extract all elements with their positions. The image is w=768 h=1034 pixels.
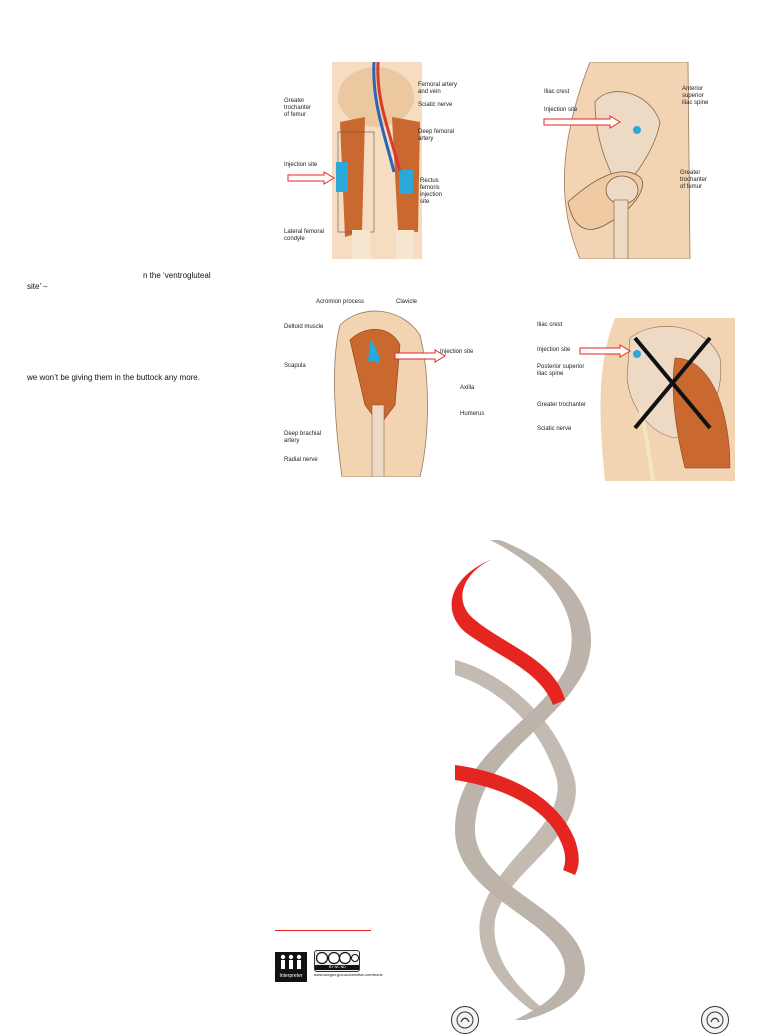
text-buttock-note: we won’t be giving them in the buttock a… (27, 373, 200, 382)
figure-thigh-injection: Femoral artery and vein Sciatic nerve Gr… (280, 62, 460, 259)
label-injection-site: Injection site (440, 349, 474, 355)
figure-buttock-injection-crossed: Iliac crest Injection site Posterior sup… (535, 318, 735, 481)
label-femoral-artery: Femoral artery and vein (418, 82, 458, 95)
label-deltoid-muscle: Deltoid muscle (284, 324, 324, 330)
figure-hip-injection: Iliac crest Injection site Anterior supe… (540, 62, 720, 259)
interpreter-people-icon (280, 954, 302, 969)
label-acromion-process: Acromion process (316, 299, 365, 305)
label-iliac-crest: Iliac crest (544, 89, 570, 95)
hip-illustration (543, 62, 691, 259)
buttock-illustration (579, 318, 735, 481)
label-greater-trochanter: Greater trochanter of femur (284, 98, 312, 118)
label-rectus-femoris: Rectus femoris injection site (420, 178, 443, 205)
cc-icons (315, 951, 359, 965)
label-clavicle: Clavicle (396, 299, 418, 305)
label-anterior-superior-iliac-spine: Anterior superior iliac spine (682, 86, 709, 106)
label-scapula: Scapula (284, 363, 306, 369)
label-deep-femoral-artery: Deep femoral artery (418, 129, 455, 142)
label-axilla: Axilla (460, 385, 475, 391)
interpreter-logo: Interpreter (275, 952, 307, 982)
figure-deltoid-injection: Acromion process Clavicle Deltoid muscle… (280, 295, 510, 477)
label-greater-trochanter: Greater trochanter (537, 402, 587, 408)
text-site: site’ – (27, 282, 48, 291)
label-humerus: Humerus (460, 411, 485, 417)
seal-icon (451, 1006, 479, 1034)
cc-license-badge: BY NC ND (314, 950, 360, 972)
label-greater-trochanter: Greater trochanter of femur (680, 170, 708, 190)
label-injection-site: Injection site (544, 107, 578, 113)
seal-icon (701, 1006, 729, 1034)
thigh-illustration (287, 62, 422, 259)
label-posterior-superior-iliac-spine: Posterior superior iliac spine (537, 364, 585, 377)
cc-url: www.scegov.gov.au/creative-commons (314, 972, 383, 977)
interpreter-logo-text: Interpreter (279, 973, 303, 979)
label-sciatic-nerve: Sciatic nerve (537, 426, 572, 432)
label-sciatic-nerve: Sciatic nerve (418, 102, 453, 108)
helix-decoration (435, 540, 625, 1020)
helix-graphic (451, 540, 592, 1020)
cc-terms: BY NC ND (315, 965, 359, 970)
text-ventrogluteal: n the ‘ventrogluteal (143, 271, 211, 280)
label-injection-site: Injection site (537, 347, 571, 353)
deltoid-illustration (333, 310, 446, 477)
label-radial-nerve: Radial nerve (284, 457, 318, 463)
label-deep-brachial-artery: Deep brachial artery (284, 431, 322, 444)
label-injection-site: Injection site (284, 162, 318, 168)
seal-emblem (706, 1011, 724, 1029)
label-iliac-crest: Iliac crest (537, 322, 563, 328)
seal-emblem (456, 1011, 474, 1029)
label-lateral-femoral-condyle: Lateral femoral condyle (284, 229, 325, 242)
footer-divider (275, 930, 371, 931)
